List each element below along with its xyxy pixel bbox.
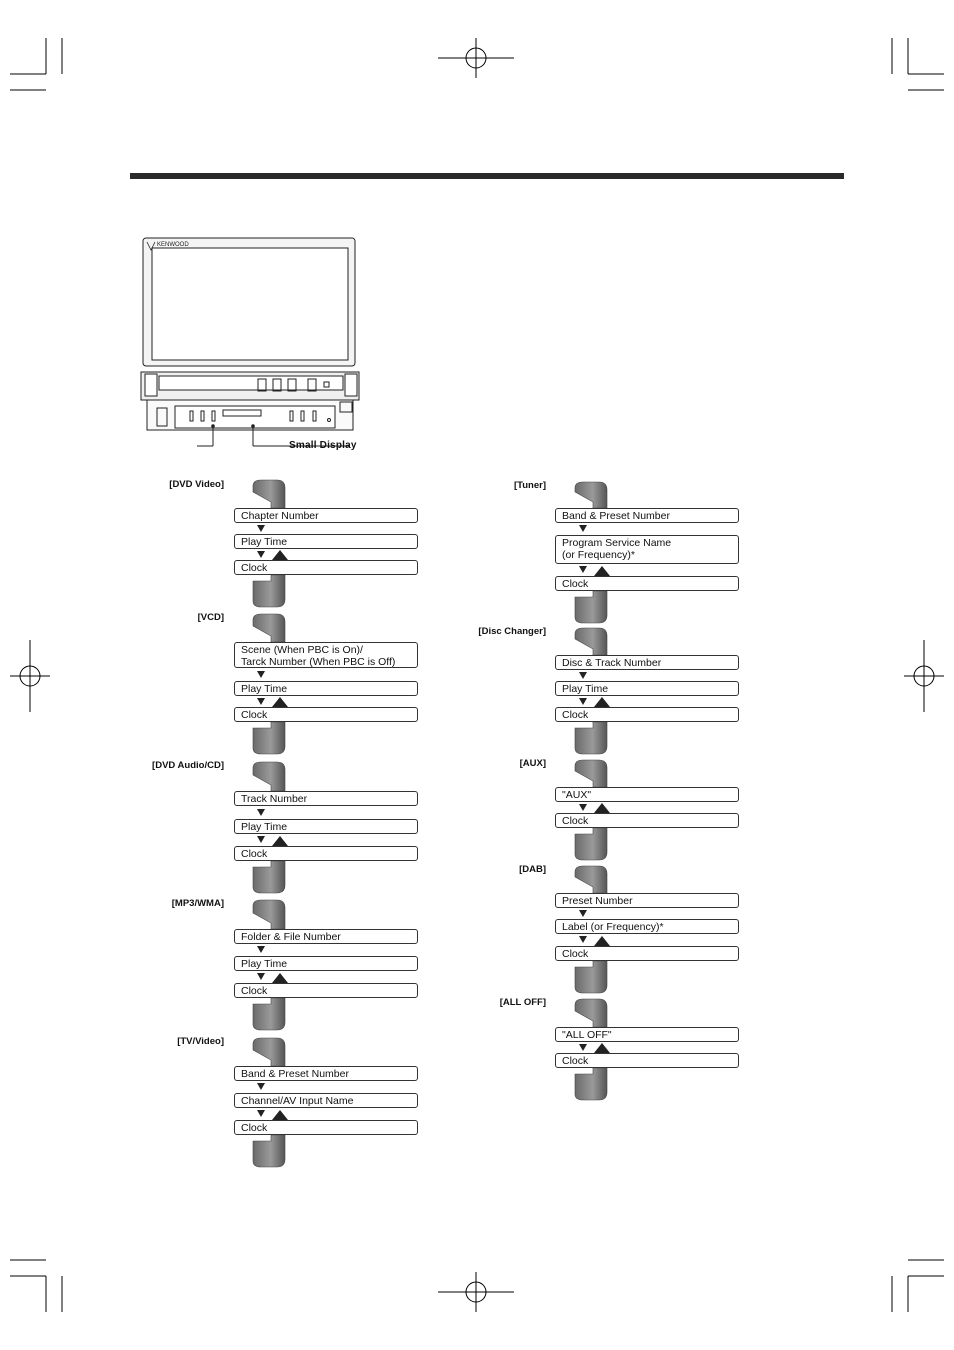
display-item-box: Clock bbox=[555, 946, 739, 961]
display-item-box: Play Time bbox=[234, 819, 418, 834]
down-arrow-icon bbox=[257, 697, 265, 705]
display-item-box: Track Number bbox=[234, 791, 418, 806]
display-item-box: Band & Preset Number bbox=[234, 1066, 418, 1081]
down-arrow-icon bbox=[257, 836, 265, 843]
display-item-box: Clock bbox=[234, 707, 418, 722]
down-arrow-icon bbox=[257, 946, 265, 953]
up-arrow-icon bbox=[272, 1110, 288, 1120]
cycle-loop-arrow bbox=[252, 613, 286, 755]
down-arrow-icon bbox=[257, 550, 265, 558]
up-arrow-icon bbox=[272, 973, 288, 983]
display-item-box: Play Time bbox=[555, 681, 739, 696]
section-label-dab: [DAB] bbox=[519, 864, 546, 875]
cycle-loop-arrow bbox=[252, 1037, 286, 1168]
up-arrow-icon bbox=[272, 836, 288, 846]
section-label-dvd-audio-cd: [DVD Audio/CD] bbox=[152, 760, 224, 771]
brand-logo-text: KENWOOD bbox=[157, 242, 189, 248]
cycle-loop-arrow bbox=[574, 759, 608, 861]
cycle-loop-arrow bbox=[252, 479, 286, 608]
down-arrow-icon bbox=[579, 697, 587, 705]
display-item-box: Clock bbox=[234, 560, 418, 575]
cycle-loop-arrow bbox=[574, 627, 608, 755]
up-arrow-icon bbox=[272, 550, 288, 560]
section-label-mp3-wma: [MP3/WMA] bbox=[171, 898, 224, 909]
display-item-box: Clock bbox=[234, 1120, 418, 1135]
display-item-box: Folder & File Number bbox=[234, 929, 418, 944]
down-arrow-icon bbox=[579, 803, 587, 811]
down-arrow-icon bbox=[579, 566, 587, 573]
up-arrow-icon bbox=[594, 1043, 610, 1053]
down-arrow-icon bbox=[579, 525, 587, 532]
display-item-box: Disc & Track Number bbox=[555, 655, 739, 670]
display-item-box: Scene (When PBC is On)/ Tarck Number (Wh… bbox=[234, 642, 418, 668]
down-arrow-icon bbox=[579, 671, 587, 679]
down-arrow-icon bbox=[579, 936, 587, 943]
display-item-box: Play Time bbox=[234, 534, 418, 549]
section-label-all-off: [ALL OFF] bbox=[499, 997, 546, 1008]
display-item-box: Clock bbox=[555, 707, 739, 722]
display-item-box: Channel/AV Input Name bbox=[234, 1093, 418, 1108]
display-item-box: Label (or Frequency)* bbox=[555, 919, 739, 934]
down-arrow-icon bbox=[579, 909, 587, 917]
cycle-loop-arrow bbox=[252, 899, 286, 1031]
section-label-disc-changer: [Disc Changer] bbox=[478, 626, 546, 637]
down-arrow-icon bbox=[257, 1083, 265, 1090]
cycle-loop-arrow bbox=[574, 865, 608, 994]
cycle-loop-arrow bbox=[252, 761, 286, 894]
display-item-box: "ALL OFF" bbox=[555, 1027, 739, 1042]
up-arrow-icon bbox=[594, 566, 610, 576]
display-item-box: Clock bbox=[555, 813, 739, 828]
display-item-box: Preset Number bbox=[555, 893, 739, 908]
display-item-box: Play Time bbox=[234, 956, 418, 971]
section-label-vcd: [VCD] bbox=[197, 612, 224, 623]
display-item-box: Band & Preset Number bbox=[555, 508, 739, 523]
display-item-box: "AUX" bbox=[555, 787, 739, 802]
display-item-box: Clock bbox=[555, 576, 739, 591]
display-item-box: Chapter Number bbox=[234, 508, 418, 523]
display-item-box: Clock bbox=[555, 1053, 739, 1068]
section-label-tv-video: [TV/Video] bbox=[177, 1036, 224, 1047]
display-item-box: Play Time bbox=[234, 681, 418, 696]
down-arrow-icon bbox=[257, 670, 265, 678]
cycle-loop-arrow bbox=[574, 481, 608, 624]
up-arrow-icon bbox=[594, 697, 610, 707]
section-label-aux: [AUX] bbox=[519, 758, 546, 769]
down-arrow-icon bbox=[257, 808, 265, 816]
up-arrow-icon bbox=[272, 697, 288, 707]
down-arrow-icon bbox=[257, 973, 265, 980]
down-arrow-icon bbox=[257, 1110, 265, 1117]
device-illustration: KENWOOD bbox=[135, 236, 360, 456]
small-display-label: Small Display bbox=[289, 440, 357, 451]
down-arrow-icon bbox=[579, 1043, 587, 1051]
display-item-box: Program Service Name (or Frequency)* bbox=[555, 535, 739, 564]
display-item-box: Clock bbox=[234, 846, 418, 861]
up-arrow-icon bbox=[594, 803, 610, 813]
cycle-loop-arrow bbox=[574, 998, 608, 1101]
display-item-box: Clock bbox=[234, 983, 418, 998]
down-arrow-icon bbox=[257, 524, 265, 532]
up-arrow-icon bbox=[594, 936, 610, 946]
section-label-dvd-video: [DVD Video] bbox=[169, 479, 224, 490]
section-label-tuner: [Tuner] bbox=[513, 480, 546, 491]
header-rule bbox=[130, 173, 844, 179]
